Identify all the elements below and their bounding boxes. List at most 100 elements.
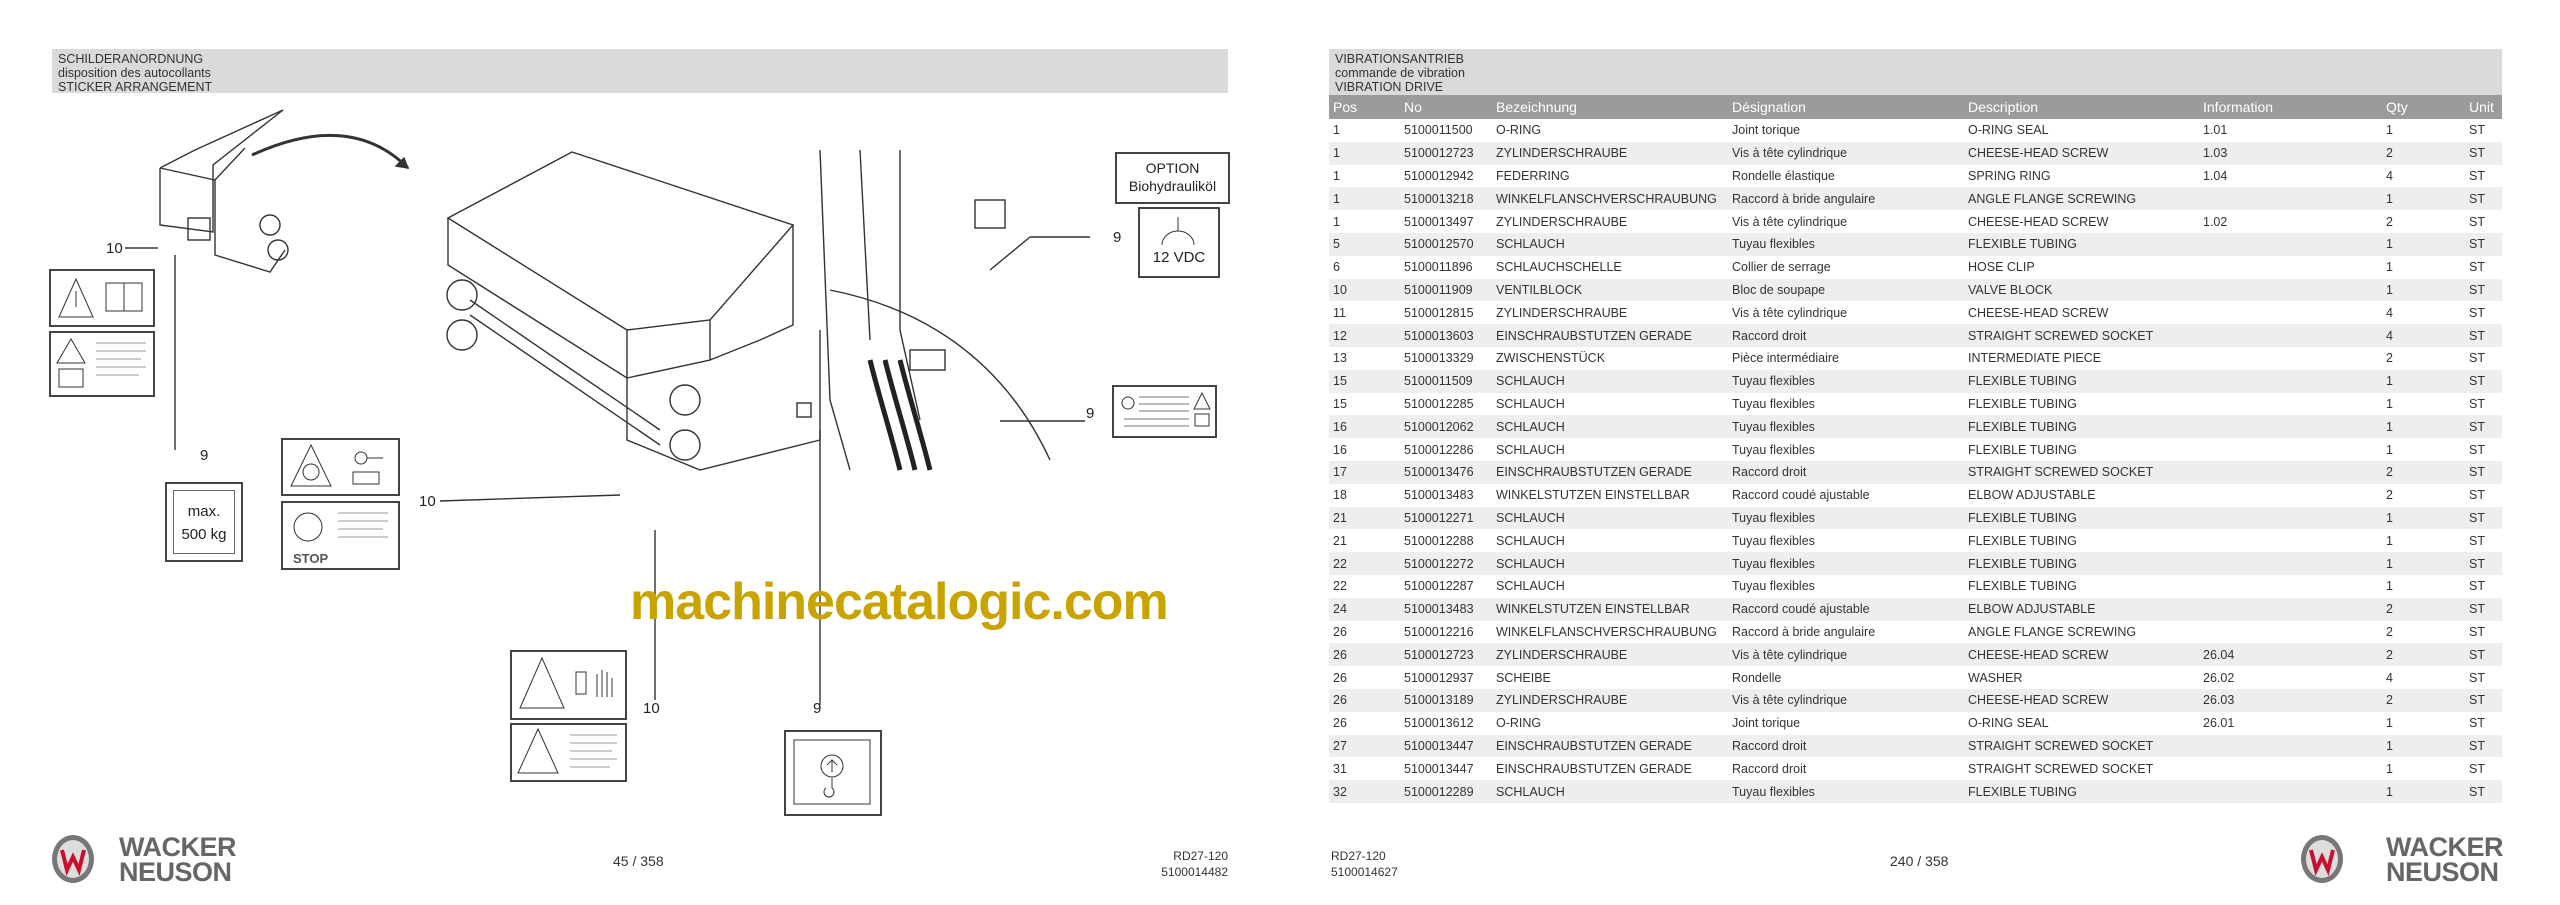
cell-description: ELBOW ADJUSTABLE bbox=[1968, 488, 2096, 503]
cell-qty: 2 bbox=[2386, 488, 2393, 503]
cell-part-number: 5100012286 bbox=[1404, 442, 1474, 457]
doc-number: 5100014482 bbox=[1161, 865, 1228, 879]
cell-qty: 2 bbox=[2386, 351, 2393, 366]
cell-information bbox=[2199, 621, 2382, 644]
title-en: STICKER ARRANGEMENT bbox=[58, 80, 213, 94]
cell-part-number: 5100013447 bbox=[1404, 761, 1474, 776]
cell-description: VALVE BLOCK bbox=[1964, 278, 2199, 302]
cell-designation: Tuyau flexibles bbox=[1728, 780, 1964, 803]
cell-description: FLEXIBLE TUBING bbox=[1968, 396, 2077, 411]
cell-pos: 1 bbox=[1329, 187, 1400, 211]
cell-information: 26.01 bbox=[2203, 716, 2235, 731]
wacker-neuson-logo: WACKER NEUSON bbox=[49, 833, 264, 887]
cell-information bbox=[2199, 597, 2382, 621]
cell-description: FLEXIBLE TUBING bbox=[1964, 780, 2199, 803]
brand-line2: NEUSON bbox=[119, 857, 232, 887]
cell-qty: 4 bbox=[2386, 670, 2393, 685]
cell-information bbox=[2199, 575, 2382, 598]
cell-part-number: 5100013497 bbox=[1404, 214, 1474, 229]
cell-qty: 4 bbox=[2386, 305, 2393, 320]
cell-description: SPRING RING bbox=[1968, 168, 2051, 183]
cell-designation: Tuyau flexibles bbox=[1728, 552, 1964, 575]
max-load-value: 500 kg bbox=[181, 526, 227, 543]
cell-information bbox=[2199, 734, 2382, 758]
cell-pos: 26 bbox=[1333, 624, 1347, 639]
cell-bezeichnung: SCHLAUCH bbox=[1492, 506, 1728, 530]
col-qty: Qty bbox=[2382, 95, 2465, 119]
hand-crush-warning-sticker bbox=[510, 650, 627, 720]
cell-qty: 2 bbox=[2382, 460, 2465, 484]
col-unit: Unit bbox=[2465, 95, 2502, 119]
cell-bezeichnung: ZYLINDERSCHRAUBE bbox=[1492, 643, 1728, 667]
cell-information: 1.01 bbox=[2203, 123, 2228, 138]
cell-part-number: 5100012723 bbox=[1400, 141, 1492, 165]
cell-information bbox=[2199, 324, 2382, 347]
cell-pos: 1 bbox=[1333, 214, 1340, 229]
callout-10: 10 bbox=[643, 700, 660, 717]
watermark: machinecatalogic.com bbox=[630, 573, 1169, 631]
cell-bezeichnung: SCHEIBE bbox=[1496, 670, 1551, 685]
cell-qty: 4 bbox=[2386, 168, 2393, 183]
cell-description: O-RING SEAL bbox=[1968, 123, 2049, 138]
cell-pos: 1 bbox=[1333, 168, 1340, 183]
cell-information bbox=[2199, 415, 2382, 439]
cell-information bbox=[2199, 438, 2382, 461]
cell-description: STRAIGHT SCREWED SOCKET bbox=[1964, 324, 2199, 347]
callout-9: 9 bbox=[1086, 405, 1095, 422]
hydraulic-oil-sticker bbox=[1112, 385, 1217, 438]
max-load-sticker: max. 500 kg bbox=[165, 482, 243, 562]
cell-bezeichnung: SCHLAUCH bbox=[1496, 533, 1565, 548]
cell-designation: Raccord droit bbox=[1728, 460, 1964, 484]
option-bio-oil-label: OPTION Biohydrauliköl bbox=[1115, 152, 1230, 204]
cell-designation: Bloc de soupape bbox=[1728, 278, 1964, 302]
cell-pos: 26 bbox=[1329, 643, 1400, 667]
cell-designation: Raccord coudé ajustable bbox=[1728, 597, 1964, 621]
cell-qty: 2 bbox=[2386, 214, 2393, 229]
cell-pos: 24 bbox=[1329, 597, 1400, 621]
cell-bezeichnung: WINKELFLANSCHVERSCHRAUBUNG bbox=[1492, 187, 1728, 211]
cell-qty: 1 bbox=[2386, 123, 2393, 138]
cell-bezeichnung: SCHLAUCH bbox=[1496, 396, 1565, 411]
cell-bezeichnung: SCHLAUCH bbox=[1492, 415, 1728, 439]
cell-unit: ST bbox=[2465, 278, 2502, 302]
cell-part-number: 5100011509 bbox=[1400, 369, 1492, 393]
cell-information bbox=[2199, 506, 2382, 530]
cell-description: STRAIGHT SCREWED SOCKET bbox=[1964, 460, 2199, 484]
cell-qty: 1 bbox=[2386, 442, 2393, 457]
cell-part-number: 5100013218 bbox=[1400, 187, 1492, 211]
cell-unit: ST bbox=[2465, 780, 2502, 803]
cell-pos: 6 bbox=[1333, 260, 1340, 275]
cell-pos: 22 bbox=[1333, 579, 1347, 594]
cell-part-number: 5100011500 bbox=[1404, 123, 1473, 138]
cell-qty: 2 bbox=[2382, 643, 2465, 667]
cell-designation: Rondelle élastique bbox=[1732, 168, 1835, 183]
cell-designation: Raccord droit bbox=[1728, 324, 1964, 347]
cell-qty: 1 bbox=[2382, 187, 2465, 211]
cell-description: ANGLE FLANGE SCREWING bbox=[1968, 624, 2137, 639]
cell-description: STRAIGHT SCREWED SOCKET bbox=[1968, 761, 2154, 776]
cell-information bbox=[2199, 780, 2382, 803]
parts-table: Pos No Bezeichnung Désignation Descripti… bbox=[1329, 95, 2502, 803]
cell-unit: ST bbox=[2465, 552, 2502, 575]
cell-designation: Pièce intermédiaire bbox=[1732, 351, 1839, 366]
cell-unit: ST bbox=[2469, 761, 2485, 776]
cell-description: FLEXIBLE TUBING bbox=[1964, 506, 2199, 530]
cell-bezeichnung: FEDERRING bbox=[1496, 168, 1570, 183]
cell-designation: Tuyau flexibles bbox=[1732, 579, 1815, 594]
doc-model: RD27-120 bbox=[1331, 849, 1386, 863]
cell-qty: 1 bbox=[2382, 232, 2465, 256]
cell-description: WASHER bbox=[1968, 670, 2023, 685]
cell-bezeichnung: ZYLINDERSCHRAUBE bbox=[1492, 141, 1728, 165]
cell-bezeichnung: EINSCHRAUBSTUTZEN GERADE bbox=[1496, 761, 1692, 776]
cell-bezeichnung: WINKELFLANSCHVERSCHRAUBUNG bbox=[1496, 624, 1717, 639]
cell-bezeichnung: O-RING bbox=[1496, 716, 1542, 731]
cell-description: CHEESE-HEAD SCREW bbox=[1964, 643, 2199, 667]
